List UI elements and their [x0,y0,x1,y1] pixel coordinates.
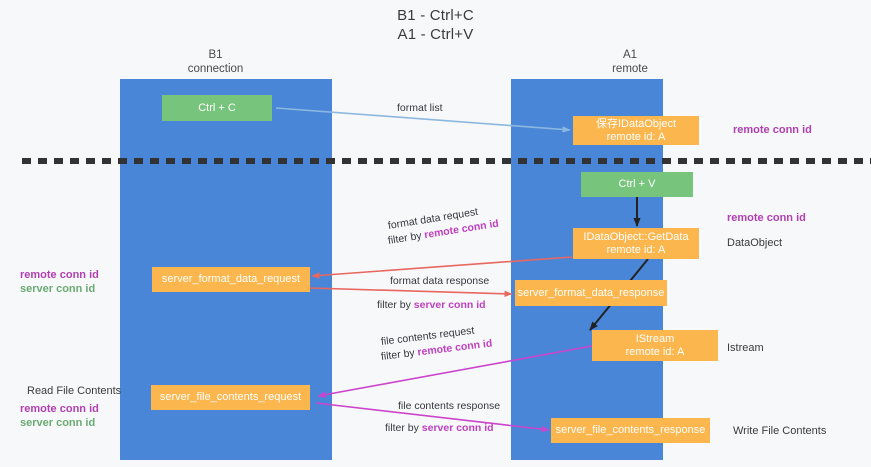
box-server-format-data-request-label: server_format_data_request [161,273,301,285]
column-header-b1-sub: connection [187,62,244,75]
box-getdata-line2: remote id: A [606,243,666,256]
filter-prefix: filter by [377,299,414,311]
filter-prefix: filter by [385,422,422,434]
box-server-file-contents-response[interactable]: server_file_contents_response [551,418,710,443]
box-istream-line2: remote id: A [625,345,685,358]
box-istream-line1: IStream [635,332,675,345]
edge-label-file-contents-response-filter: filter by server conn id [385,421,494,435]
box-ctrl-c[interactable]: Ctrl + C [162,95,272,121]
edge-label-file-contents-response: file contents response [398,400,501,412]
column-header-a1: A1 remote [570,49,690,76]
edge-label-format-data-response-filter: filter by server conn id [377,298,486,312]
box-server-file-contents-request[interactable]: server_file_contents_request [151,385,310,410]
diagram-title: B1 - Ctrl+C A1 - Ctrl+V [0,6,871,44]
filter-value: server conn id [413,299,486,311]
box-getdata-line1: IDataObject::GetData [583,230,689,243]
box-ctrl-v-label: Ctrl + V [618,178,656,190]
filter-value: server conn id [421,422,494,434]
label-istream: Istream [727,342,764,354]
title-line-1: B1 - Ctrl+C [397,7,474,24]
edge-label-format-list: format list [397,102,443,114]
title-line-2: A1 - Ctrl+V [397,26,474,43]
box-save-idataobject-line2: remote id: A [606,130,666,143]
label-dataobject: DataObject [727,237,783,249]
column-header-b1-name: B1 [208,49,223,61]
filter-prefix: filter by [380,346,419,363]
box-server-file-contents-response-label: server_file_contents_response [555,424,706,436]
label-read-file-contents: Read File Contents [27,385,122,397]
box-server-file-contents-request-label: server_file_contents_request [159,391,302,403]
box-server-format-data-request[interactable]: server_format_data_request [152,267,310,292]
label-server-conn-id-left-2: server conn id [20,417,96,429]
box-server-format-data-response[interactable]: server_format_data_response [515,280,667,306]
label-remote-conn-id-left-1: remote conn id [20,269,99,281]
label-remote-conn-id-mid: remote conn id [727,212,806,224]
edge-label-format-data-response: format data response [390,275,490,287]
column-header-a1-name: A1 [622,49,638,61]
column-header-b1: B1 connection [148,49,283,76]
label-remote-conn-id-top: remote conn id [733,124,812,136]
arrow-format-data-response [309,287,513,297]
box-ctrl-c-label: Ctrl + C [198,101,236,114]
box-save-idataobject-line1: 保存IDataObject [595,117,677,130]
box-idataobject-getdata[interactable]: IDataObject::GetData remote id: A [573,228,699,259]
box-ctrl-v[interactable]: Ctrl + V [581,172,693,197]
label-write-file-contents: Write File Contents [733,425,827,437]
label-server-conn-id-left-1: server conn id [20,283,96,295]
label-remote-conn-id-left-2: remote conn id [20,403,99,415]
box-save-idataobject[interactable]: 保存IDataObject remote id: A [573,116,699,145]
box-server-format-data-response-label: server_format_data_response [517,286,665,299]
box-istream[interactable]: IStream remote id: A [592,330,718,361]
column-header-a1-sub: remote [612,62,648,75]
